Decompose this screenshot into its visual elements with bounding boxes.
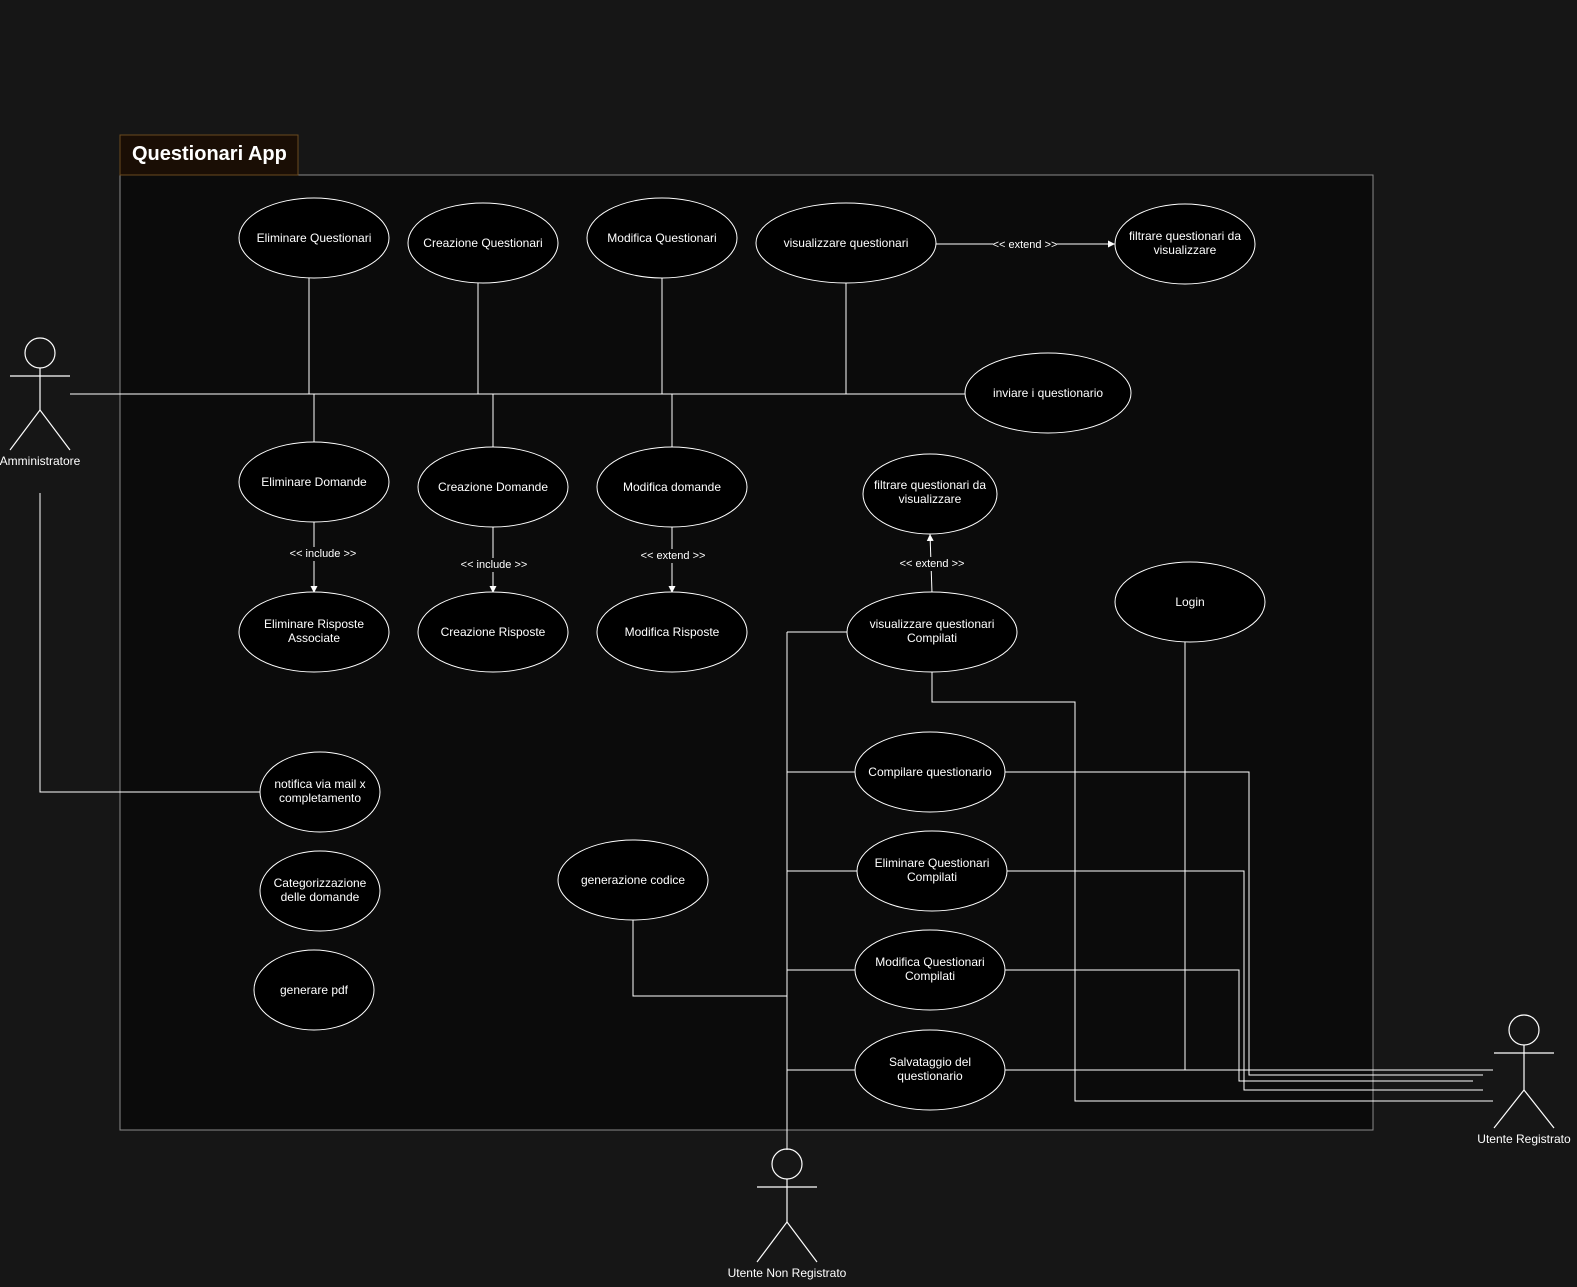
use-case-creazione-questionari[interactable]: Creazione Questionari xyxy=(407,202,559,284)
svg-text:Associate: Associate xyxy=(288,631,340,645)
system-title: Questionari App xyxy=(132,143,287,165)
svg-text:Modifica Risposte: Modifica Risposte xyxy=(625,625,720,639)
actor-head-icon xyxy=(1508,1014,1540,1046)
extend-label: << extend >> xyxy=(641,550,706,562)
include-label: << include >> xyxy=(290,548,357,560)
use-case-eliminare-domande[interactable]: Eliminare Domande xyxy=(238,441,390,523)
use-case-modifica-compilati[interactable]: Modifica Questionari Compilati xyxy=(854,929,1006,1011)
svg-text:completamento: completamento xyxy=(279,791,361,805)
svg-text:Compilati: Compilati xyxy=(905,969,955,983)
actor-head-icon xyxy=(24,337,56,369)
actor-amministratore[interactable]: Amministratore xyxy=(0,337,81,468)
edges xyxy=(39,240,1493,1150)
edge-admin-notifica xyxy=(39,493,260,793)
svg-text:Eliminare Questionari: Eliminare Questionari xyxy=(875,856,990,870)
use-case-visualizzare-questionari[interactable]: visualizzare questionari xyxy=(755,202,937,284)
svg-text:Modifica Questionari: Modifica Questionari xyxy=(875,955,984,969)
svg-text:Salvataggio del: Salvataggio del xyxy=(889,1055,971,1069)
edge-reg-compilare xyxy=(1004,771,1483,1076)
svg-text:Creazione Risposte: Creazione Risposte xyxy=(441,625,546,639)
use-case-generare-pdf[interactable]: generare pdf xyxy=(253,949,375,1031)
actor-utente-registrato[interactable]: Utente Registrato xyxy=(1477,1014,1571,1146)
use-case-modifica-questionari[interactable]: Modifica Questionari xyxy=(586,197,738,279)
use-case-filtrare-questionari-top[interactable]: filtrare questionari da visualizzare xyxy=(1114,203,1256,285)
use-case-generazione-codice[interactable]: generazione codice xyxy=(557,839,709,921)
actor-label-utente-non-registrato: Utente Non Registrato xyxy=(728,1266,847,1280)
edge-reg-visualizzare-compilati xyxy=(931,672,1493,1102)
svg-text:Compilare questionario: Compilare questionario xyxy=(868,765,992,779)
extend-label: << extend >> xyxy=(900,558,965,570)
use-case-eliminare-questionari[interactable]: Eliminare Questionari xyxy=(238,197,390,279)
use-case-creazione-risposte[interactable]: Creazione Risposte xyxy=(417,591,569,673)
actor-label-amministratore: Amministratore xyxy=(0,454,81,468)
use-case-categorizzazione-domande[interactable]: Categorizzazione delle domande xyxy=(259,850,381,932)
svg-text:generazione codice: generazione codice xyxy=(581,873,685,887)
svg-text:Eliminare Domande: Eliminare Domande xyxy=(261,475,367,489)
use-case-salvataggio-questionario[interactable]: Salvataggio del questionario xyxy=(854,1029,1006,1111)
svg-text:filtrare questionari da: filtrare questionari da xyxy=(874,478,986,492)
use-case-compilare-questionario[interactable]: Compilare questionario xyxy=(854,731,1006,813)
svg-text:Modifica domande: Modifica domande xyxy=(623,480,721,494)
svg-text:visualizzare questionari: visualizzare questionari xyxy=(870,617,995,631)
use-case-modifica-risposte[interactable]: Modifica Risposte xyxy=(596,591,748,673)
edge-reg-eliminare-compilati xyxy=(1005,870,1483,1091)
svg-text:generare pdf: generare pdf xyxy=(280,983,349,997)
svg-text:notifica via mail x: notifica via mail x xyxy=(274,777,365,791)
svg-text:Eliminare Questionari: Eliminare Questionari xyxy=(257,231,372,245)
use-case-notifica-mail[interactable]: notifica via mail x completamento xyxy=(259,751,381,833)
system-title-box xyxy=(119,134,299,176)
svg-text:visualizzare questionari: visualizzare questionari xyxy=(784,236,909,250)
actor-head-icon xyxy=(771,1148,803,1180)
use-case-eliminare-risposte-associate[interactable]: Eliminare Risposte Associate xyxy=(238,591,390,673)
use-case-login[interactable]: Login xyxy=(1114,561,1266,643)
use-case-filtrare-questionari-mid[interactable]: filtrare questionari da visualizzare xyxy=(862,453,998,535)
svg-text:delle domande: delle domande xyxy=(281,890,360,904)
actor-utente-non-registrato[interactable]: Utente Non Registrato xyxy=(728,1148,847,1280)
svg-text:questionario: questionario xyxy=(897,1069,963,1083)
use-case-modifica-domande[interactable]: Modifica domande xyxy=(596,446,748,528)
use-case-creazione-domande[interactable]: Creazione Domande xyxy=(417,446,569,528)
use-case-inviare-questionario[interactable]: inviare i questionario xyxy=(964,352,1132,434)
svg-text:visualizzare: visualizzare xyxy=(1154,243,1217,257)
svg-text:Creazione Questionari: Creazione Questionari xyxy=(423,236,542,250)
actor-label-utente-registrato: Utente Registrato xyxy=(1477,1132,1571,1146)
use-case-eliminare-compilati[interactable]: Eliminare Questionari Compilati xyxy=(856,830,1008,912)
use-case-visualizzare-compilati[interactable]: visualizzare questionari Compilati xyxy=(846,591,1018,673)
svg-text:Compilati: Compilati xyxy=(907,631,957,645)
svg-text:Creazione Domande: Creazione Domande xyxy=(438,480,548,494)
extend-label: << extend >> xyxy=(993,239,1058,251)
svg-text:Modifica Questionari: Modifica Questionari xyxy=(607,231,716,245)
edge-unreg-generazione-codice xyxy=(632,920,787,997)
svg-text:Login: Login xyxy=(1175,595,1204,609)
svg-text:filtrare questionari da: filtrare questionari da xyxy=(1129,229,1241,243)
edge-reg-modifica-compilati xyxy=(1004,969,1473,1082)
svg-text:Categorizzazione: Categorizzazione xyxy=(274,876,367,890)
svg-text:inviare i questionario: inviare i questionario xyxy=(993,386,1103,400)
include-label: << include >> xyxy=(461,559,528,571)
relation-labels: << extend >> << include >> << include >>… xyxy=(289,237,1057,572)
svg-text:visualizzare: visualizzare xyxy=(899,492,962,506)
svg-text:Eliminare Risposte: Eliminare Risposte xyxy=(264,617,364,631)
svg-text:Compilati: Compilati xyxy=(907,870,957,884)
